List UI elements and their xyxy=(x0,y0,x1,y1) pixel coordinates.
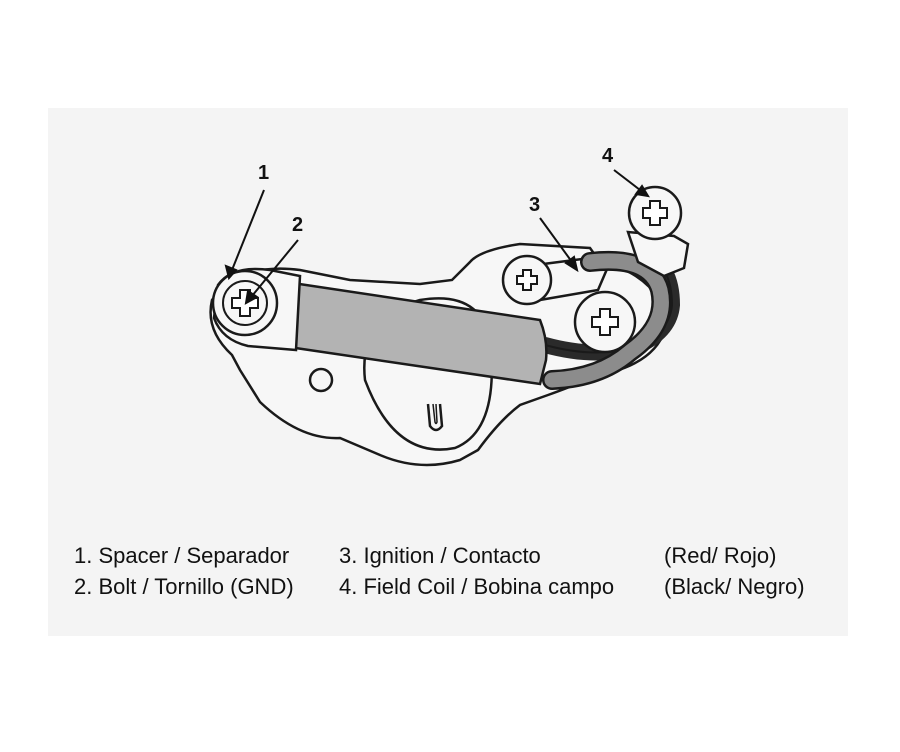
legend-item-ignition: 3. Ignition / Contacto xyxy=(339,543,541,568)
cross-head-icon xyxy=(642,200,668,226)
field-coil-bracket xyxy=(626,230,690,278)
center-screw xyxy=(573,290,637,354)
legend-item-spacer: 1. Spacer / Separador xyxy=(74,543,290,568)
cross-head-icon xyxy=(516,269,538,291)
legend-item-field-coil: 4. Field Coil / Bobina campo xyxy=(339,574,615,599)
callout-1: 1 xyxy=(258,162,270,184)
legend-color-black: (Black/ Negro) xyxy=(664,574,805,599)
leader-lines xyxy=(224,169,650,305)
mount-hole xyxy=(308,367,334,393)
callout-2: 2 xyxy=(292,214,304,236)
legend-item-bolt: 2. Bolt / Tornillo (GND) xyxy=(74,574,294,599)
hub-notch-u-icon xyxy=(426,403,444,432)
callout-4: 4 xyxy=(602,145,614,167)
cross-head-icon xyxy=(591,308,619,336)
field-coil-screw-4 xyxy=(627,185,683,241)
legend-color-red: (Red/ Rojo) xyxy=(664,543,777,568)
ignition-screw xyxy=(501,254,553,306)
callout-3: 3 xyxy=(529,194,541,216)
